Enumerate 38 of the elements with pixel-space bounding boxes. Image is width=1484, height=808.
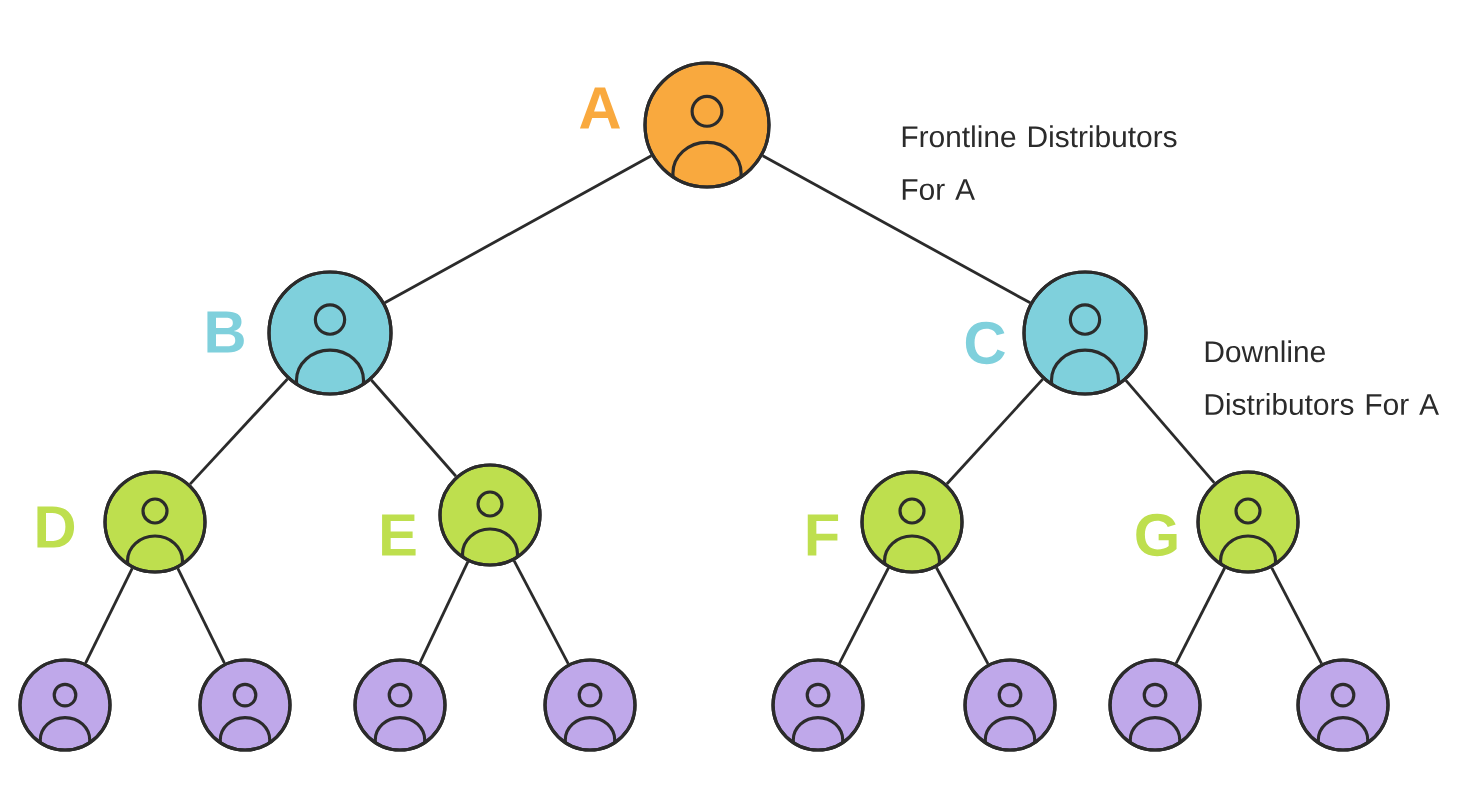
connector-line [945,378,1044,485]
person-node [198,658,292,752]
person-node: F [807,470,964,574]
person-node [1296,658,1390,752]
connector-line [512,560,570,665]
annotation-text: Frontline Distributors For A [902,125,1177,200]
person-node [963,658,1057,752]
connector-line [838,567,890,665]
person-node: E [382,463,542,567]
connector-line [1174,567,1226,665]
person-node: D [37,470,207,574]
connector-line [84,567,134,664]
connector-line [384,154,653,304]
node-label: F [807,514,839,556]
person-node [543,658,637,752]
connector-line [418,561,470,664]
connector-line [176,567,226,664]
node-label: C [965,321,1005,365]
connector-line [1270,567,1323,665]
node-label: E [382,514,416,556]
connector-line [762,154,1031,305]
connector-line [370,379,457,478]
connector-line [935,566,990,665]
person-node [353,658,447,752]
person-node [18,658,112,752]
person-node [1108,658,1202,752]
person-node [771,658,865,752]
person-node: G [1136,470,1300,574]
connector-line [1124,379,1216,484]
annotation-text: Downline Distributors For A [1205,340,1439,416]
node-label: G [1136,513,1177,557]
connector-line [189,377,289,486]
node-label: D [37,506,75,548]
person-node: C [965,270,1148,396]
node-label: A [579,87,620,129]
person-node: A [579,61,771,189]
person-node: B [207,270,393,396]
node-label: B [207,311,244,353]
